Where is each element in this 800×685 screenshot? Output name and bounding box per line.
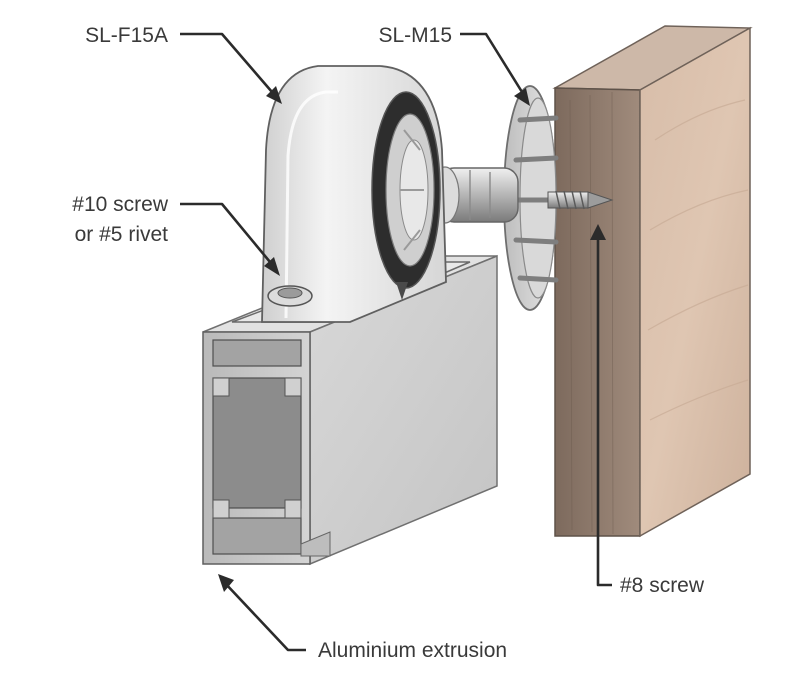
label-wood-screw: #8 screw	[620, 574, 705, 597]
leader-female-part	[180, 32, 282, 104]
label-female-part: SL-F15A	[85, 24, 168, 47]
wooden-panel	[552, 25, 753, 538]
leader-wood-screw	[590, 224, 612, 587]
female-connector-body	[231, 65, 471, 323]
male-connector-plate	[503, 85, 559, 311]
leader-fixing	[180, 202, 280, 276]
label-male-part: SL-M15	[378, 24, 452, 47]
leader-extrusion	[218, 574, 306, 652]
label-fixing-line1: #10 screw	[72, 193, 169, 216]
label-fixing-line2: or #5 rivet	[75, 223, 169, 246]
wood-screw	[547, 190, 614, 210]
label-extrusion: Aluminium extrusion	[318, 639, 507, 662]
leader-male-part	[460, 32, 530, 106]
